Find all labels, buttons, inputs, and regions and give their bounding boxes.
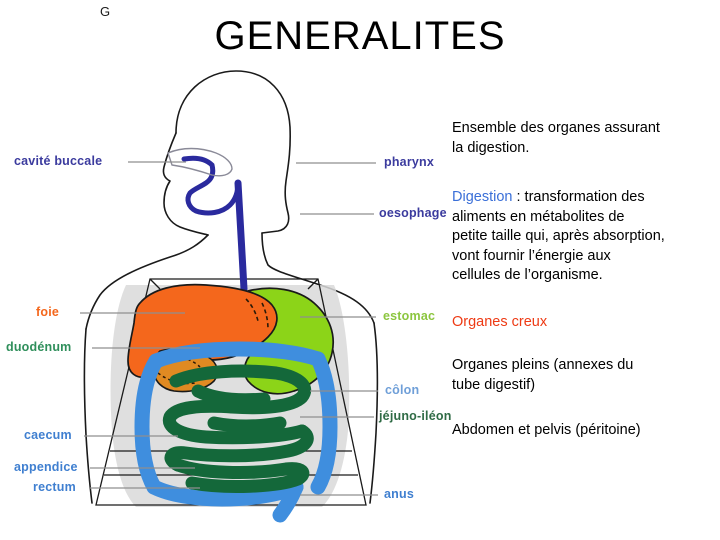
frame-tick-right	[307, 278, 319, 290]
frame-tick-left	[149, 278, 161, 290]
colon-organ	[134, 341, 338, 523]
text-intro: Ensemble des organes assurant la digesti…	[452, 120, 660, 156]
face-profile	[162, 132, 209, 236]
label-foie: foie	[36, 305, 60, 319]
digestive-system-figure	[0, 55, 470, 525]
corner-letter: G	[100, 4, 111, 19]
colon-rectum-segment	[272, 479, 304, 523]
tongue-outline	[167, 147, 233, 177]
esophagus-tube	[234, 179, 248, 293]
colon-descending	[310, 351, 338, 495]
label-caecum: caecum	[24, 428, 72, 442]
jejunum-coil-1	[169, 364, 312, 415]
ileum-coil-1	[164, 424, 314, 472]
text-digestion-definition: Digestion : transformation des aliments …	[452, 188, 720, 286]
label-appendice: appendice	[14, 460, 78, 474]
body-outline-group	[83, 70, 379, 504]
label-cavite-buccale: cavité buccale	[14, 154, 103, 168]
label-duodenum: duodénum	[6, 340, 72, 354]
label-oesophage: oesophage	[379, 206, 447, 220]
label-colon: côlon	[385, 383, 420, 397]
ileum-coil-2	[171, 458, 310, 493]
neck-right-shoulder	[261, 232, 375, 324]
text-organes-creux: Organes creux	[452, 314, 548, 330]
torso-left-side	[83, 328, 93, 504]
leader-lines-left	[80, 161, 200, 489]
label-pharynx: pharynx	[384, 155, 435, 169]
ileum-coil-4	[207, 416, 287, 433]
small-intestine-organ	[162, 364, 314, 493]
label-jejuno-ileon: jéjuno-iléon	[379, 409, 452, 423]
label-anus: anus	[384, 487, 414, 501]
page-title: GENERALITES	[214, 14, 506, 58]
anatomy-svg	[80, 70, 379, 523]
jejunum-coil-2	[162, 399, 309, 445]
neck-left-shoulder	[85, 234, 209, 330]
text-abdomen-pelvis: Abdomen et pelvis (péritoine)	[452, 422, 641, 438]
liver-fissure-marks	[245, 298, 269, 330]
text-organes-pleins: Organes pleins (annexes du tube digestif…	[452, 357, 634, 393]
ileum-coil-3	[191, 384, 271, 407]
keyword-digestion: Digestion	[452, 189, 513, 205]
text-digestion-rest: : transformation des aliments en métabol…	[452, 189, 665, 283]
colon-sigmoid	[146, 479, 304, 507]
esophagus-path	[167, 147, 248, 293]
label-estomac: estomac	[383, 309, 436, 323]
colon-transverse	[148, 341, 326, 369]
label-rectum: rectum	[33, 480, 76, 494]
colon-ascending	[134, 353, 164, 495]
head-outline	[175, 70, 291, 234]
frame-trapezoid	[95, 278, 367, 506]
torso-right-side	[369, 322, 379, 504]
leader-lines-right	[296, 162, 378, 496]
oral-pharynx-segment	[181, 155, 241, 216]
